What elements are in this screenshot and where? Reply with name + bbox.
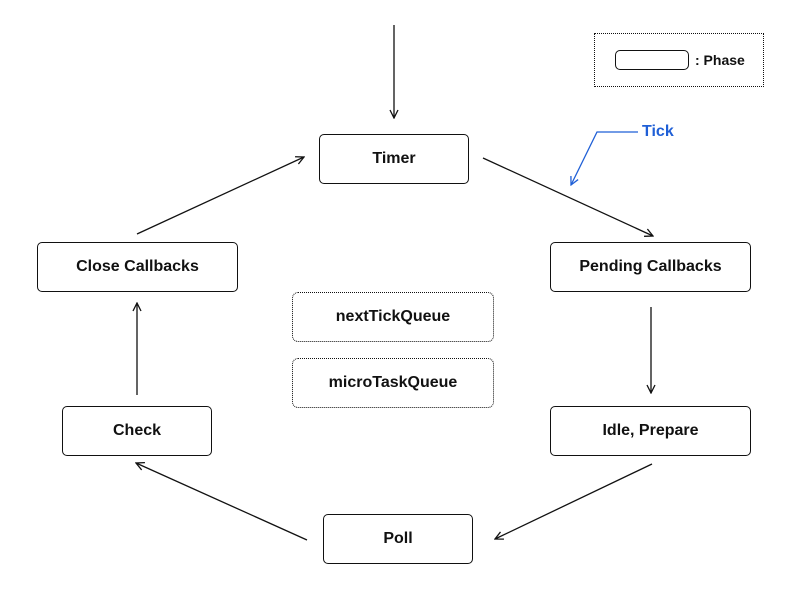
arrow-poll-to-check <box>136 463 308 541</box>
tick-label: Tick <box>642 123 674 140</box>
legend-phase-swatch <box>615 50 689 70</box>
tick-pointer <box>571 131 638 185</box>
legend: : Phase <box>594 33 764 87</box>
legend-label: : Phase <box>695 52 745 68</box>
phase-pending-callbacks: Pending Callbacks <box>550 242 751 292</box>
arrow-timer-to-pending <box>482 157 653 236</box>
arrow-idle-to-poll <box>495 463 653 539</box>
next-tick-queue: nextTickQueue <box>292 292 494 342</box>
phase-check: Check <box>62 406 212 456</box>
phase-close-callbacks: Close Callbacks <box>37 242 238 292</box>
phase-idle-prepare: Idle, Prepare <box>550 406 751 456</box>
phase-poll: Poll <box>323 514 473 564</box>
micro-task-queue: microTaskQueue <box>292 358 494 408</box>
arrow-close-to-timer <box>136 157 304 235</box>
phase-timer: Timer <box>319 134 469 184</box>
